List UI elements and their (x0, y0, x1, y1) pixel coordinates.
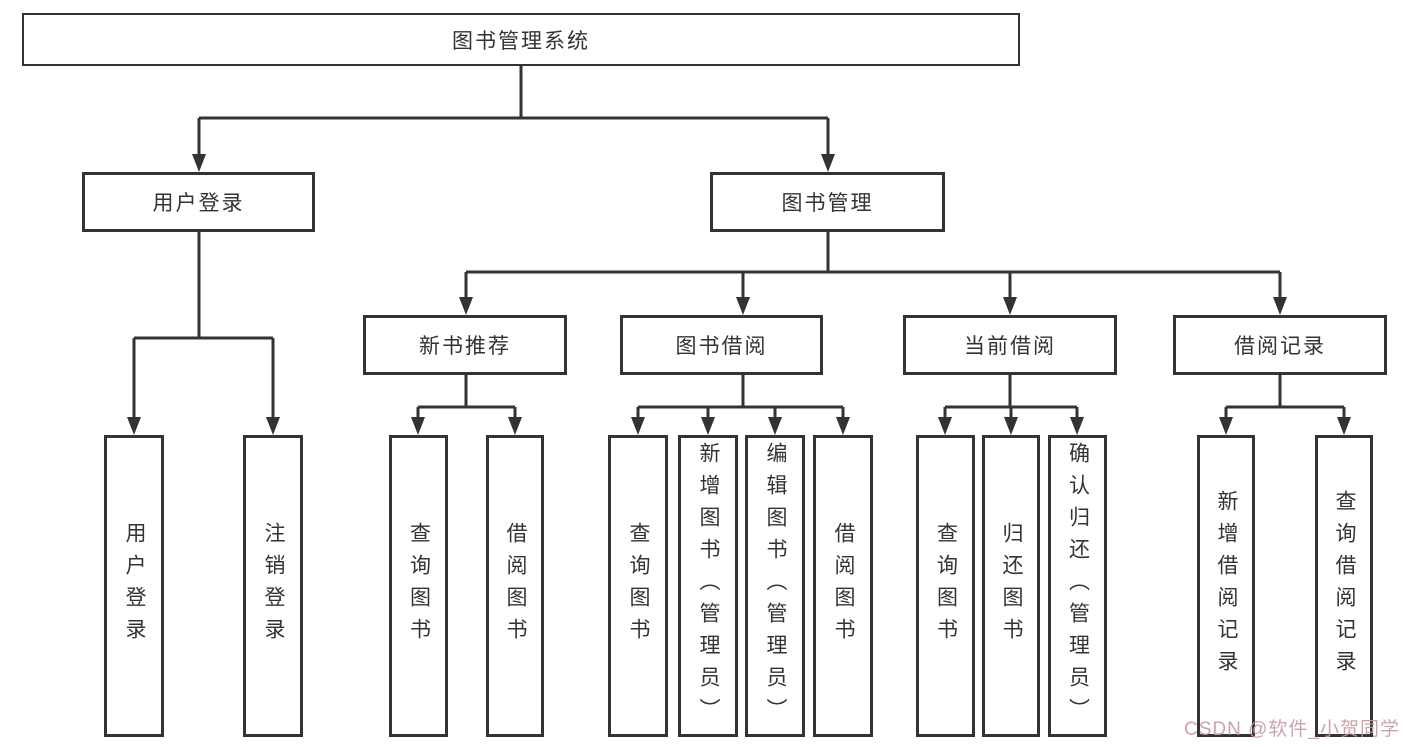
node-new-book-recommend: 新书推荐 (363, 315, 567, 375)
node-label: 注销登录 (262, 522, 285, 650)
leaf-nbr-query-books: 查询图书 (389, 435, 448, 737)
node-label: 新增图书（管理员） (697, 442, 720, 730)
leaf-bb-edit-books-admin: 编辑图书（管理员） (745, 435, 805, 737)
watermark: CSDN @软件_小贺同学 (1184, 719, 1400, 740)
node-label: 新书推荐 (419, 335, 511, 358)
node-current-borrowing: 当前借阅 (903, 315, 1117, 375)
node-label: 借阅记录 (1234, 335, 1326, 358)
node-book-borrowing: 图书借阅 (620, 315, 823, 375)
node-label: 借阅图书 (504, 522, 527, 650)
node-label: 查询图书 (627, 522, 650, 650)
leaf-bb-query-books: 查询图书 (608, 435, 668, 737)
node-label: 确认归还（管理员） (1066, 442, 1090, 730)
node-label: 用户登录 (152, 192, 245, 215)
node-book-management: 图书管理 (710, 172, 945, 232)
node-borrowing-records: 借阅记录 (1173, 315, 1387, 375)
node-label: 新增借阅记录 (1215, 490, 1238, 682)
node-user-login: 用户登录 (82, 172, 315, 232)
node-root-library-system: 图书管理系统 (22, 13, 1020, 66)
leaf-cb-query-books: 查询图书 (916, 435, 975, 737)
leaf-br-add-record: 新增借阅记录 (1197, 435, 1255, 737)
leaf-bb-add-books-admin: 新增图书（管理员） (678, 435, 738, 737)
node-label: 查询图书 (407, 522, 431, 650)
leaf-br-query-record: 查询借阅记录 (1315, 435, 1373, 737)
node-label: 归还图书 (1000, 522, 1023, 650)
leaf-logout: 注销登录 (243, 435, 303, 737)
node-label: 查询借阅记录 (1333, 490, 1356, 682)
leaf-cb-confirm-return-admin: 确认归还（管理员） (1048, 435, 1107, 737)
node-label: 图书管理系统 (452, 29, 590, 53)
node-label: 图书管理 (781, 192, 874, 215)
leaf-nbr-borrow-books: 借阅图书 (486, 435, 544, 737)
node-label: 用户登录 (123, 522, 146, 650)
leaf-user-login: 用户登录 (104, 435, 164, 737)
leaf-cb-return-books: 归还图书 (982, 435, 1040, 737)
node-label: 编辑图书（管理员） (764, 442, 787, 730)
arrowhead-icons (127, 154, 1351, 435)
node-label: 当前借阅 (964, 335, 1056, 358)
node-label: 借阅图书 (832, 522, 855, 650)
leaf-bb-borrow-books: 借阅图书 (813, 435, 873, 737)
node-label: 查询图书 (934, 522, 958, 650)
node-label: 图书借阅 (675, 335, 768, 358)
